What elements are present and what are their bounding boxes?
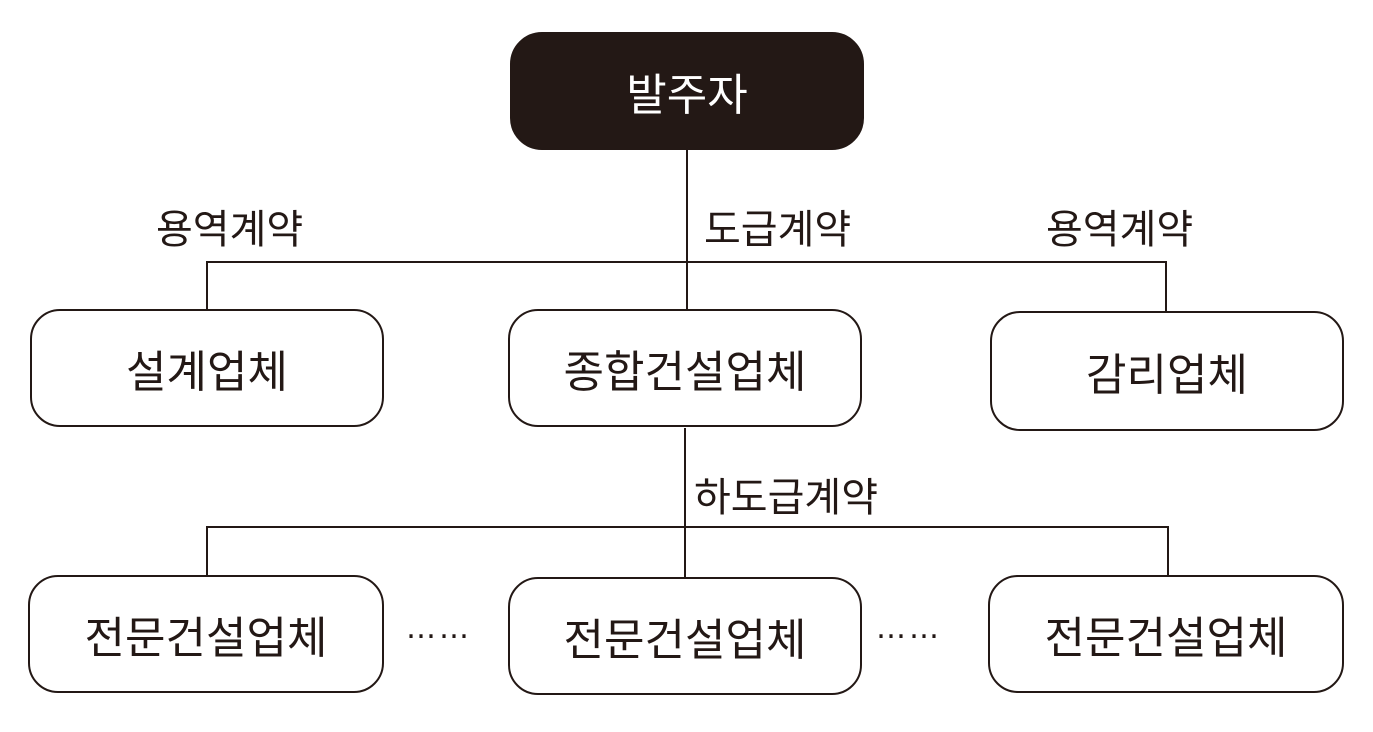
general-contractor-label: 종합건설업체	[563, 347, 807, 398]
connector-root-down	[686, 148, 688, 310]
client-node: 발주자	[510, 32, 864, 150]
connector-level2-bar	[206, 526, 1169, 528]
design-firm-node: 설계업체	[30, 309, 384, 427]
supervision-firm-label: 감리업체	[1086, 350, 1248, 401]
contract-label-left: 용역계약	[156, 207, 304, 253]
specialty-contractor-node-1: 전문건설업체	[28, 575, 384, 693]
specialty-contractor-label-2: 전문건설업체	[563, 615, 807, 666]
connector-to-specialty-1	[206, 526, 208, 576]
design-firm-label: 설계업체	[126, 347, 288, 398]
specialty-contractor-node-3: 전문건설업체	[988, 575, 1344, 693]
connector-to-specialty-3	[1167, 526, 1169, 576]
subcontract-label: 하도급계약	[694, 475, 878, 521]
contract-label-right: 용역계약	[1046, 207, 1194, 253]
ellipsis-right: ……	[876, 611, 942, 646]
general-contractor-node: 종합건설업체	[508, 309, 862, 427]
specialty-contractor-node-2: 전문건설업체	[508, 577, 862, 695]
specialty-contractor-label-1: 전문건설업체	[84, 613, 328, 664]
specialty-contractor-label-3: 전문건설업체	[1044, 613, 1288, 664]
supervision-firm-node: 감리업체	[990, 311, 1344, 431]
ellipsis-left: ……	[406, 611, 472, 646]
contract-label-center: 도급계약	[704, 207, 852, 253]
connector-level1-bar	[206, 261, 1167, 263]
connector-general-down	[684, 428, 686, 578]
connector-to-supervision	[1165, 261, 1167, 312]
client-label: 발주자	[626, 70, 748, 121]
connector-to-design	[206, 261, 208, 310]
